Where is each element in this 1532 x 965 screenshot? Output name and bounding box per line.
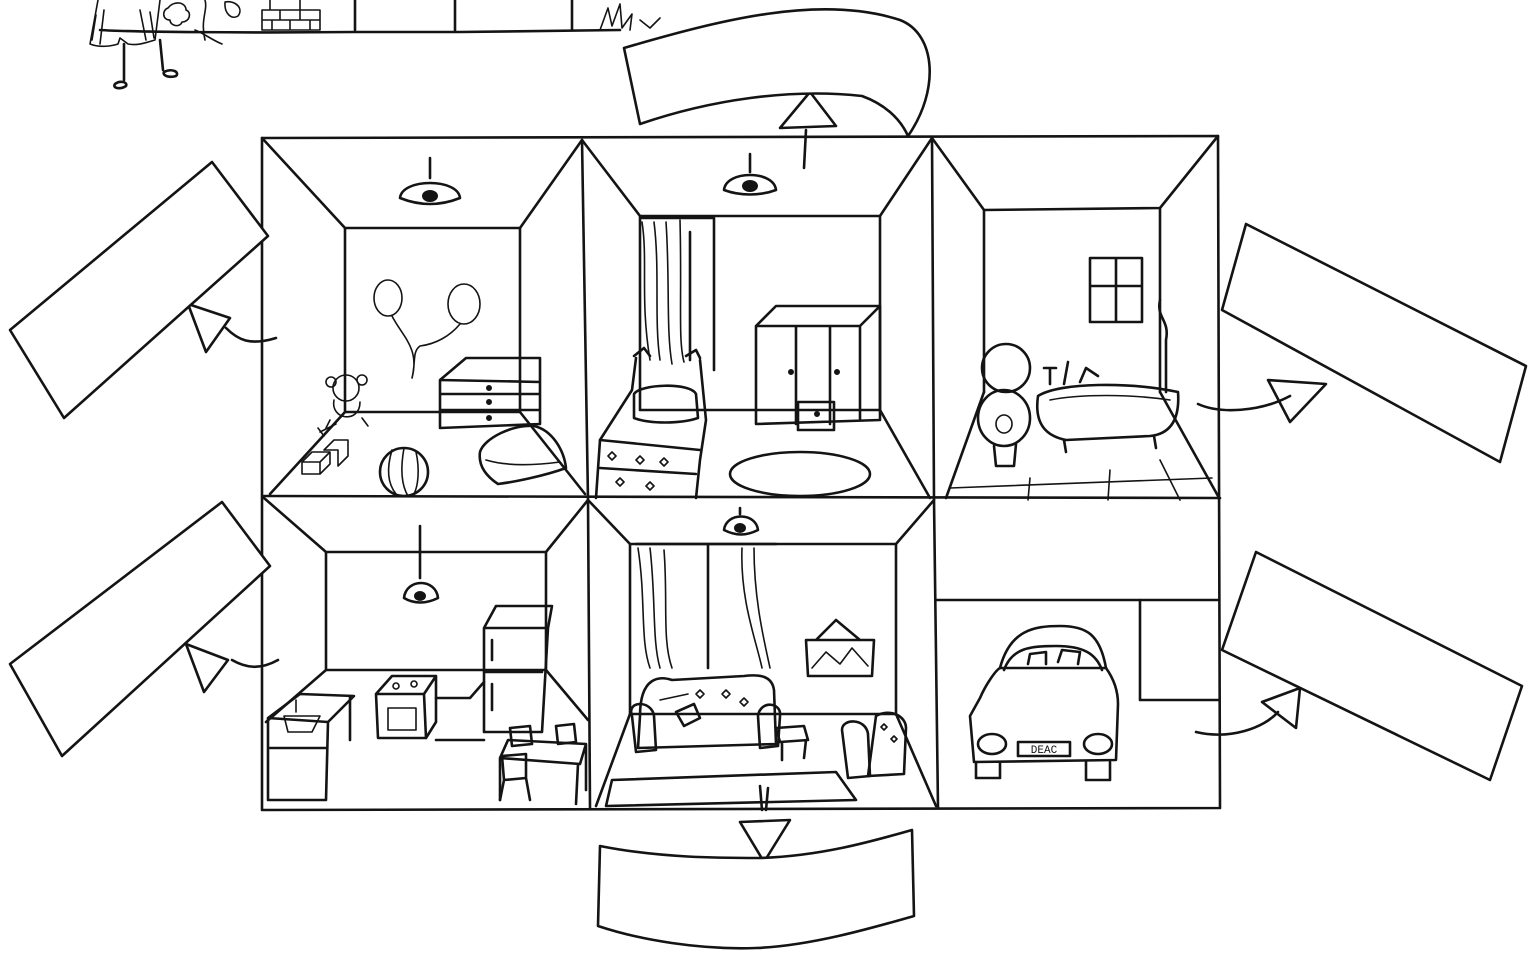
house-frame xyxy=(262,136,1220,810)
room-kitchen xyxy=(264,498,588,804)
window-curtain-icon xyxy=(642,218,714,370)
window-icon xyxy=(1090,258,1142,322)
bed-icon xyxy=(596,348,706,498)
room-garage: DEAC xyxy=(936,600,1218,780)
ball-icon xyxy=(380,448,428,496)
balloons-icon xyxy=(374,280,480,378)
car-plate: DEAC xyxy=(1031,745,1058,757)
ceiling-lamp-icon xyxy=(400,158,460,204)
label-box-lower-right[interactable] xyxy=(1222,552,1522,780)
room-living xyxy=(588,500,936,810)
wall-picture-icon xyxy=(806,620,874,676)
window-curtain-icon xyxy=(636,544,776,668)
table-chairs-icon xyxy=(500,724,586,804)
label-box-upper-left[interactable] xyxy=(10,162,268,418)
car-icon: DEAC xyxy=(970,626,1118,780)
armchair-icon xyxy=(842,713,906,778)
room-bathroom xyxy=(932,136,1218,500)
toilet-icon xyxy=(978,344,1030,466)
stove-icon xyxy=(376,676,436,738)
ceiling-lamp-icon xyxy=(404,526,438,603)
ceiling-lamp-icon xyxy=(724,508,758,535)
label-box-upper-right[interactable] xyxy=(1222,224,1526,462)
ceiling-lamp-icon xyxy=(724,154,776,195)
label-box-top[interactable] xyxy=(624,9,930,136)
wardrobe-icon xyxy=(756,306,880,430)
teddy-bear-icon xyxy=(326,375,368,428)
room-bedroom xyxy=(582,138,932,498)
room-nursery xyxy=(262,138,585,496)
label-box-lower-left[interactable] xyxy=(10,502,270,756)
sink-icon xyxy=(268,694,354,800)
garden-scene xyxy=(90,0,660,88)
